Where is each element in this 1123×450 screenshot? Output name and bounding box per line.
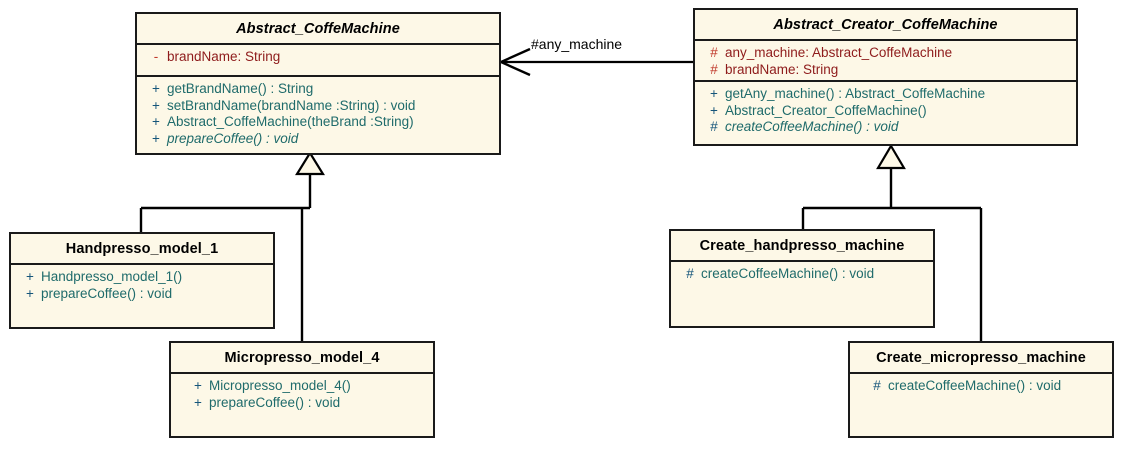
method-row: + getAny_machine() : Abstract_CoffeMachi…: [695, 86, 1076, 103]
method-row: + prepareCoffee() : void: [171, 395, 433, 412]
method-label: Handpresso_model_1(): [41, 269, 183, 284]
method-label: createCoffeeMachine() : void: [701, 266, 875, 281]
attribute-row: - brandName: String: [137, 49, 499, 66]
method-label: getBrandName() : String: [167, 81, 314, 96]
association-any-machine: [498, 47, 693, 77]
attributes-compartment-abstract-creator-coffemachine: # any_machine: Abstract_CoffeMachine # b…: [695, 39, 1076, 80]
class-box-create-handpresso-machine[interactable]: Create_handpresso_machine # createCoffee…: [669, 229, 935, 328]
class-title-micropresso-model-4: Micropresso_model_4: [224, 350, 380, 366]
method-label: Abstract_Creator_CoffeMachine(): [725, 102, 927, 118]
method-label: createCoffeeMachine() : void: [888, 378, 1062, 393]
attribute-row: # brandName: String: [695, 62, 1076, 79]
method-row: # createCoffeeMachine() : void: [850, 378, 1112, 395]
class-box-micropresso-model-4[interactable]: Micropresso_model_4 + Micropresso_model_…: [169, 341, 435, 438]
class-box-abstract-creator-coffemachine[interactable]: Abstract_Creator_CoffeMachine # any_mach…: [693, 8, 1078, 146]
attribute-label: brandName: String: [725, 61, 839, 77]
method-row: + prepareCoffee() : void: [137, 131, 499, 148]
method-label: setBrandName(brandName :String) : void: [167, 97, 416, 113]
method-row: + prepareCoffee() : void: [11, 286, 273, 303]
method-label: Abstract_CoffeMachine(theBrand :String): [167, 114, 414, 129]
method-row: + getBrandName() : String: [137, 81, 499, 98]
class-title-handpresso-model-1: Handpresso_model_1: [65, 241, 219, 257]
attribute-label: brandName: String: [167, 49, 281, 64]
class-box-handpresso-model-1[interactable]: Handpresso_model_1 + Handpresso_model_1(…: [9, 232, 275, 329]
method-row: + Micropresso_model_4(): [171, 378, 433, 395]
class-title-create-micropresso-machine: Create_micropresso_machine: [876, 350, 1086, 366]
visibility-marker: +: [152, 114, 160, 129]
method-row: # createCoffeeMachine() : void: [695, 119, 1076, 136]
visibility-marker: +: [194, 378, 202, 393]
class-title-create-handpresso-machine: Create_handpresso_machine: [699, 238, 905, 254]
methods-compartment-create-micropresso-machine: # createCoffeeMachine() : void: [850, 372, 1112, 436]
method-label: prepareCoffee() : void: [209, 394, 341, 410]
method-row: # createCoffeeMachine() : void: [671, 266, 933, 283]
visibility-marker: #: [873, 378, 881, 393]
method-row: + setBrandName(brandName :String) : void: [137, 98, 499, 115]
visibility-marker: -: [153, 49, 159, 64]
visibility-marker: +: [152, 130, 160, 146]
class-title-abstract-creator-coffemachine: Abstract_Creator_CoffeMachine: [773, 17, 998, 33]
visibility-marker: #: [710, 45, 718, 60]
visibility-marker: +: [710, 86, 718, 101]
method-label: Micropresso_model_4(): [209, 378, 351, 393]
visibility-marker: #: [710, 61, 718, 77]
class-box-abstract-coffemachine[interactable]: Abstract_CoffeMachine - brandName: Strin…: [135, 12, 501, 155]
association-label-any-machine: #any_machine: [531, 36, 623, 52]
method-row: + Abstract_Creator_CoffeMachine(): [695, 103, 1076, 120]
methods-compartment-abstract-coffemachine: + getBrandName() : String + setBrandName…: [137, 75, 499, 153]
method-row: + Handpresso_model_1(): [11, 269, 273, 286]
attribute-row: # any_machine: Abstract_CoffeMachine: [695, 45, 1076, 62]
methods-compartment-micropresso-model-4: + Micropresso_model_4() + prepareCoffee(…: [171, 372, 433, 436]
visibility-marker: +: [26, 269, 34, 284]
methods-compartment-create-handpresso-machine: # createCoffeeMachine() : void: [671, 260, 933, 326]
class-box-create-micropresso-machine[interactable]: Create_micropresso_machine # createCoffe…: [848, 341, 1114, 438]
visibility-marker: +: [194, 394, 202, 410]
method-row: + Abstract_CoffeMachine(theBrand :String…: [137, 114, 499, 131]
method-label: prepareCoffee() : void: [167, 130, 299, 146]
attribute-label: any_machine: Abstract_CoffeMachine: [725, 45, 953, 60]
methods-compartment-handpresso-model-1: + Handpresso_model_1() + prepareCoffee()…: [11, 263, 273, 327]
method-label: getAny_machine() : Abstract_CoffeMachine: [725, 86, 986, 101]
method-label: prepareCoffee() : void: [41, 285, 173, 301]
visibility-marker: +: [152, 81, 160, 96]
method-label: createCoffeeMachine() : void: [725, 119, 899, 134]
visibility-marker: +: [26, 285, 34, 301]
class-title-abstract-coffemachine: Abstract_CoffeMachine: [236, 21, 400, 37]
visibility-marker: +: [710, 102, 718, 118]
visibility-marker: #: [710, 119, 718, 134]
visibility-marker: #: [686, 266, 694, 281]
methods-compartment-abstract-creator-coffemachine: + getAny_machine() : Abstract_CoffeMachi…: [695, 80, 1076, 144]
visibility-marker: +: [152, 97, 160, 113]
attributes-compartment-abstract-coffemachine: - brandName: String: [137, 43, 499, 75]
